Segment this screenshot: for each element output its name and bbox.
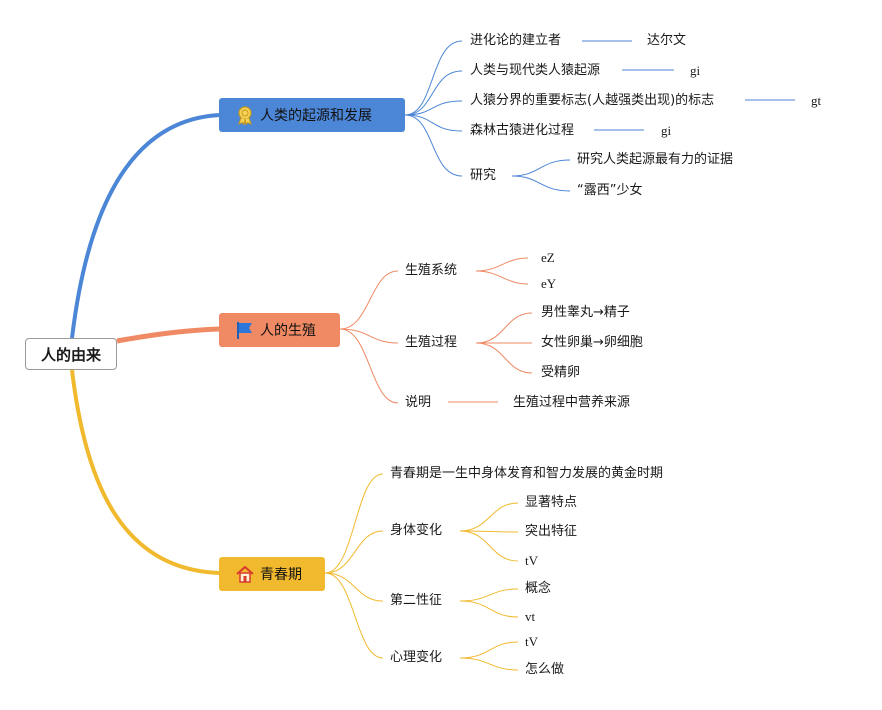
branch-reproduction[interactable]: 人的生殖 [219, 313, 340, 347]
subtopic-prominent-feature[interactable]: 突出特征 [525, 524, 578, 539]
branch-label: 青春期 [260, 567, 302, 583]
topic-reproductive-system[interactable]: 生殖系统 [405, 263, 458, 278]
topic-value-nutrition-source[interactable]: 生殖过程中营养来源 [513, 395, 631, 410]
topic-secondary-sex-characteristics[interactable]: 第二性征 [390, 593, 443, 608]
subtopic-strongest-evidence[interactable]: 研究人类起源最有力的证据 [577, 152, 734, 167]
subtopic[interactable]: tV [525, 553, 538, 568]
topic-value[interactable]: gi [690, 63, 701, 78]
award-ribbon-icon [235, 105, 255, 126]
topic-value-darwin[interactable]: 达尔文 [647, 33, 687, 48]
topic-human-ape-boundary[interactable]: 人猿分界的重要标志(人越强类出现)的标志 [470, 93, 715, 108]
house-icon [235, 564, 255, 584]
branch-label: 人类的起源和发展 [260, 108, 372, 124]
subtopic-lucy[interactable]: “露西”少女 [577, 183, 643, 198]
branch-label: 人的生殖 [260, 323, 316, 339]
topic-value[interactable]: gt [811, 93, 822, 108]
topic-reproductive-process[interactable]: 生殖过程 [405, 335, 458, 350]
root-label: 人的由来 [40, 345, 101, 364]
topic-research[interactable]: 研究 [470, 168, 497, 183]
subtopic-what-to-do[interactable]: 怎么做 [525, 662, 565, 677]
subtopic-fertilized-egg[interactable]: 受精卵 [541, 365, 581, 380]
root-node[interactable]: 人的由来 [25, 338, 117, 370]
topic-explanation[interactable]: 说明 [405, 395, 432, 410]
subtopic-female-ovary[interactable]: 女性卵巢→卵细胞 [541, 335, 643, 350]
subtopic[interactable]: eY [541, 276, 557, 291]
subtopic[interactable]: tV [525, 634, 538, 649]
topic-value[interactable]: gi [661, 123, 672, 138]
branch-origin-development[interactable]: 人类的起源和发展 [219, 98, 405, 132]
subtopic[interactable]: vt [525, 609, 536, 624]
topic-human-ape-origin[interactable]: 人类与现代类人猿起源 [470, 63, 601, 78]
topic-psychological-changes[interactable]: 心理变化 [390, 650, 443, 665]
branch-puberty[interactable]: 青春期 [219, 557, 325, 591]
topic-forest-ape-evolution[interactable]: 森林古猿进化过程 [470, 123, 575, 138]
subtopic-male-testes[interactable]: 男性睾丸→精子 [541, 305, 630, 320]
topic-body-changes[interactable]: 身体变化 [390, 523, 443, 538]
topic-golden-period[interactable]: 青春期是一生中身体发育和智力发展的黄金时期 [390, 466, 664, 481]
subtopic[interactable]: eZ [541, 250, 555, 265]
subtopic-concept[interactable]: 概念 [525, 581, 552, 596]
topic-evolution-founder[interactable]: 进化论的建立者 [470, 33, 562, 48]
flag-icon [235, 320, 255, 340]
subtopic-notable-feature[interactable]: 显著特点 [525, 495, 578, 510]
